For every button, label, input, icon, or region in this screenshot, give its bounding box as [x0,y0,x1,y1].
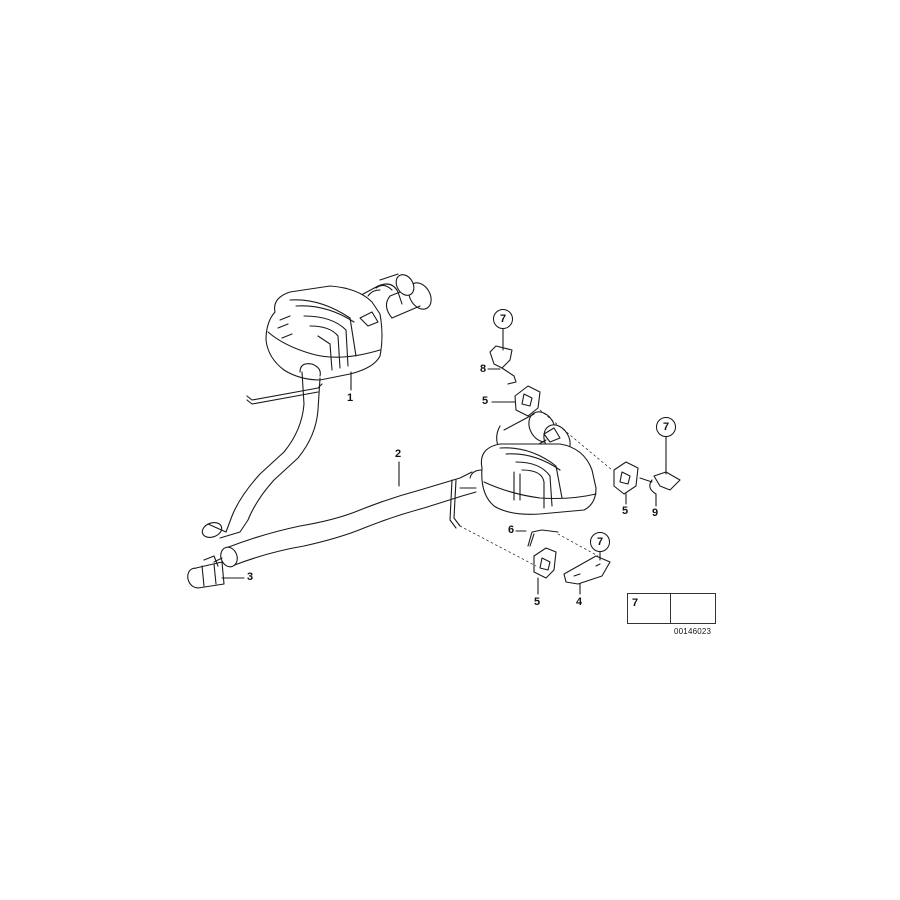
legend-box: 7 [627,593,716,624]
callout-7-upper: 7 [493,309,513,329]
bracket-4 [563,551,611,595]
hanger-6 [515,529,599,557]
callout-7-right: 7 [656,417,676,437]
callout-7-lower: 7 [590,532,610,552]
bracket-with-pin-9 [639,436,681,507]
rear-silencer-right [469,411,597,515]
rear-silencer-left [201,273,432,539]
callout-8: 8 [480,363,487,375]
callout-9: 9 [652,507,659,519]
rubber-mount-lower [533,547,557,595]
rubber-mount-right [613,461,639,505]
legend-number: 7 [632,597,639,609]
callout-4: 4 [576,596,583,608]
callout-2: 2 [395,448,402,460]
callout-5-lower: 5 [534,596,541,608]
callout-3: 3 [247,571,254,583]
rubber-mount-upper [491,385,613,471]
callout-1: 1 [347,392,354,404]
callout-5-right: 5 [622,505,629,517]
callout-6: 6 [508,524,515,536]
diagram-code: 00146023 [674,627,712,636]
legend-divider [670,594,671,623]
bracket-with-pin-8 [487,328,517,385]
connecting-pipe [220,461,477,568]
clamp [187,555,245,589]
callout-5-upper: 5 [482,395,489,407]
